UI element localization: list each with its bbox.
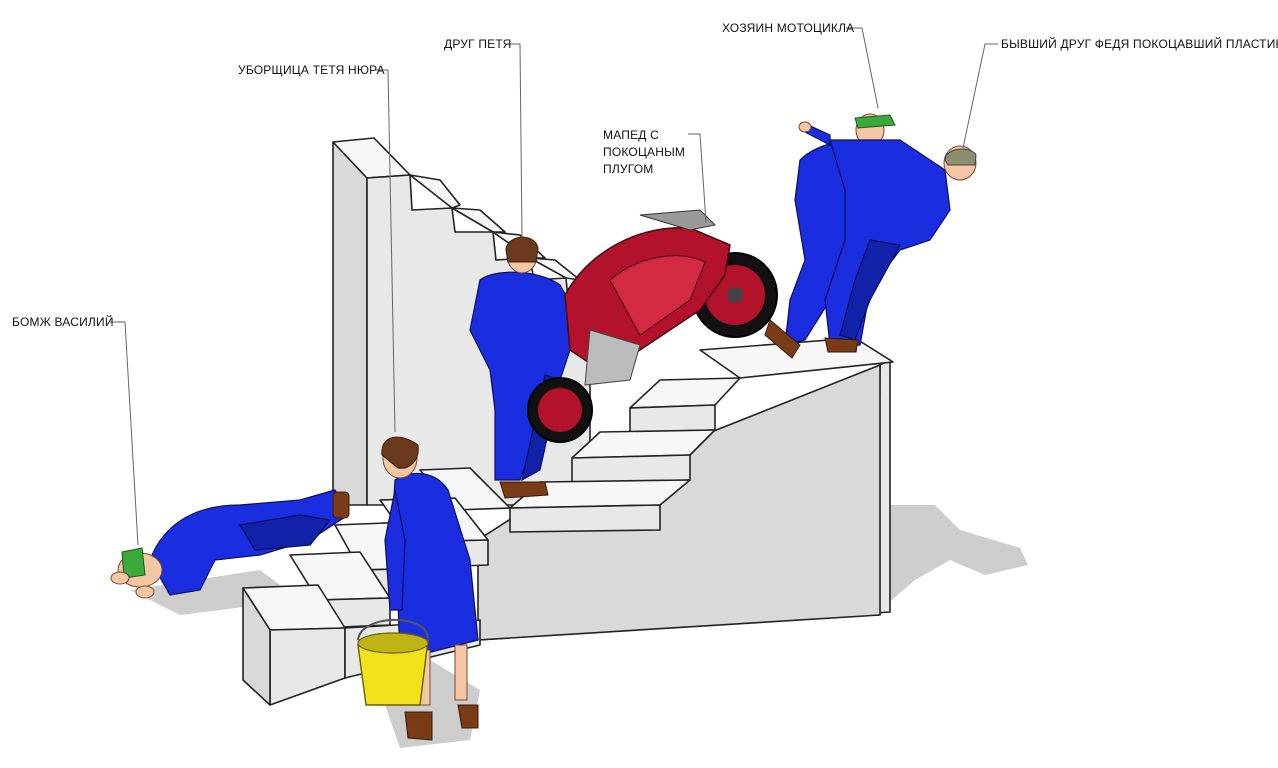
motorcycle [527,209,778,443]
cleaning-lady-figure [357,436,479,741]
lying-bum-figure [110,489,350,599]
label-moped-line2: ПОКОЦАНЫМ [603,145,685,159]
label-uborshchitsa: УБОРЩИЦА ТЕТЯ НЮРА [238,63,385,77]
label-bomzh: БОМЖ ВАСИЛИЙ [12,314,114,329]
label-drug-petya: ДРУГ ПЕТЯ [444,37,511,51]
label-fedya: БЫВШИЙ ДРУГ ФЕДЯ ПОКОЦАВШИЙ ПЛАСТИК [1001,36,1278,51]
callout-leader-lines [110,27,998,546]
label-khozyain: ХОЗЯИН МОТОЦИКЛА [722,21,854,35]
label-moped-line3: ПЛУГОМ [603,162,653,176]
label-moped-line1: МАПЕД С [603,128,659,142]
callout-labels: БОМЖ ВАСИЛИЙ УБОРЩИЦА ТЕТЯ НЮРА ДРУГ ПЕТ… [12,21,1278,329]
fedya-figure [824,139,977,353]
